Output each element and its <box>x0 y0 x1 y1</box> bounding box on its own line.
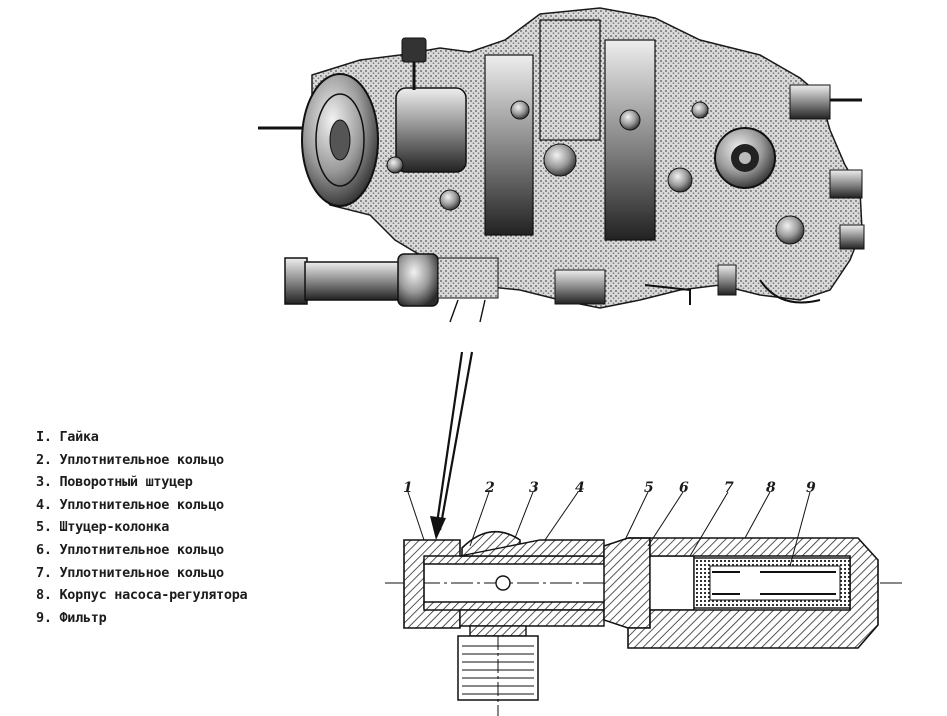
legend-item: 8. Корпус насоса-регулятора <box>36 587 248 604</box>
callout-1: 1 <box>403 480 413 496</box>
legend-item: 6. Уплотнительное кольцо <box>36 541 224 558</box>
legend-item: 2. Уплотнительное кольцо <box>36 451 224 468</box>
callout-9: 9 <box>806 480 816 496</box>
legend-item: 4. Уплотнительное кольцо <box>36 496 224 513</box>
legend-item: I. Гайка <box>36 429 99 445</box>
callout-5: 5 <box>644 480 654 496</box>
callout-4: 4 <box>575 480 585 496</box>
callout-6: 6 <box>679 480 689 496</box>
callout-3: 3 <box>529 480 539 496</box>
legend-item: 7. Уплотнительное кольцо <box>36 564 224 581</box>
parts-legend: I. Гайка 2. Уплотнительное кольцо 3. Пов… <box>36 426 306 629</box>
pump-regulator-illustration <box>258 7 865 323</box>
callout-2: 2 <box>484 480 495 496</box>
legend-item: 3. Поворотный штуцер <box>36 474 193 491</box>
legend-item: 9. Фильтр <box>36 609 107 626</box>
sectional-view: 1 2 3 4 5 6 7 8 9 <box>385 480 905 716</box>
callout-8: 8 <box>766 480 776 496</box>
pointer-arrow <box>430 351 474 540</box>
legend-item: 5. Штуцер-колонка <box>36 519 170 536</box>
callout-7: 7 <box>724 480 734 496</box>
